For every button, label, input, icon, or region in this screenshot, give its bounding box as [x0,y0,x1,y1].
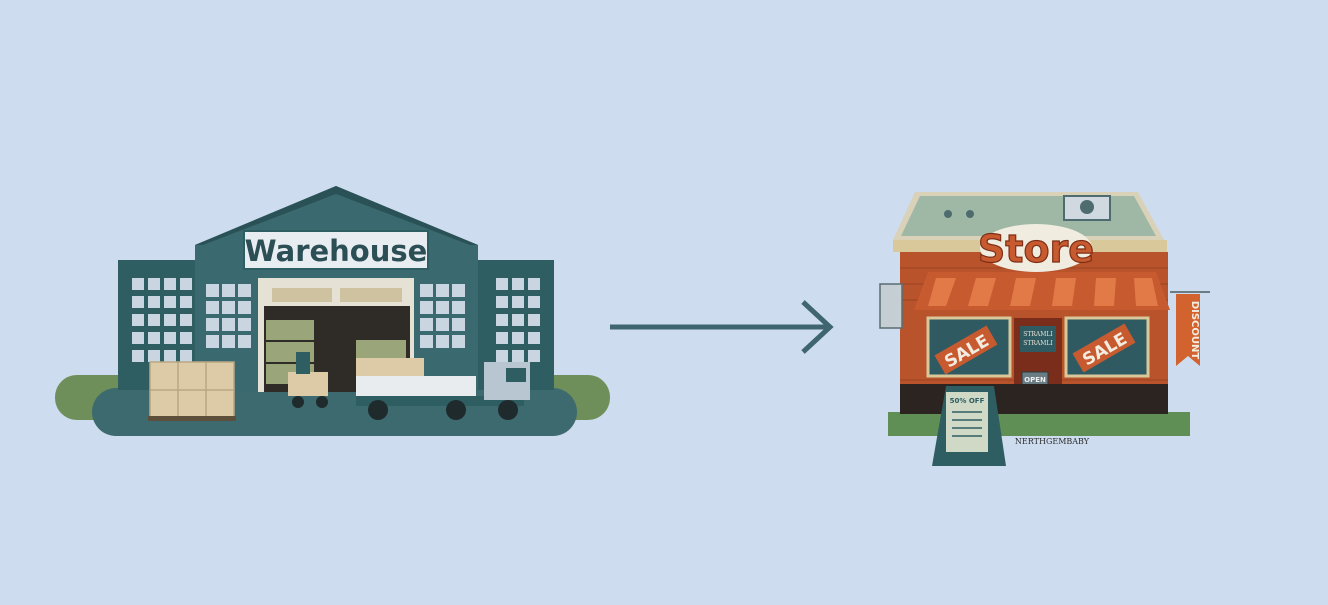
door-notice-line2: STRAMLI [1023,340,1053,347]
warehouse-sign-board [243,230,429,270]
store-ground [888,412,1190,436]
wall-meter [879,283,903,329]
warehouse-sign-text: Warehouse [245,234,428,268]
delivery-truck [356,358,530,420]
warehouse-illustration: Warehouse [55,186,610,436]
pallet-boxes-left [148,361,236,421]
open-sign-text: OPEN [1024,376,1046,384]
store-base [900,384,1168,414]
forklift [288,352,328,408]
warehouse-front-windows [206,284,465,348]
left-wing-windows [132,278,192,362]
right-arrow-icon [610,300,834,354]
store-sign-backing [980,224,1092,272]
discount-banner [1176,294,1200,366]
sandwich-board: 50% OFF [932,386,1006,466]
door-notice-line1: STRAMLI [1023,331,1053,338]
board-text: 50% OFF [950,397,985,405]
store-sign-text: Store [978,227,1094,271]
right-wing-windows [496,278,540,362]
discount-banner-text: DISCOUNT [1189,301,1200,360]
store-awning [914,272,1170,310]
store-credit-text: NERTHGEMBABY [1015,437,1090,446]
store-illustration: Store SALE SALE STRAMLI STRAMLI OPEN [879,192,1210,466]
door-notice [1020,326,1056,352]
